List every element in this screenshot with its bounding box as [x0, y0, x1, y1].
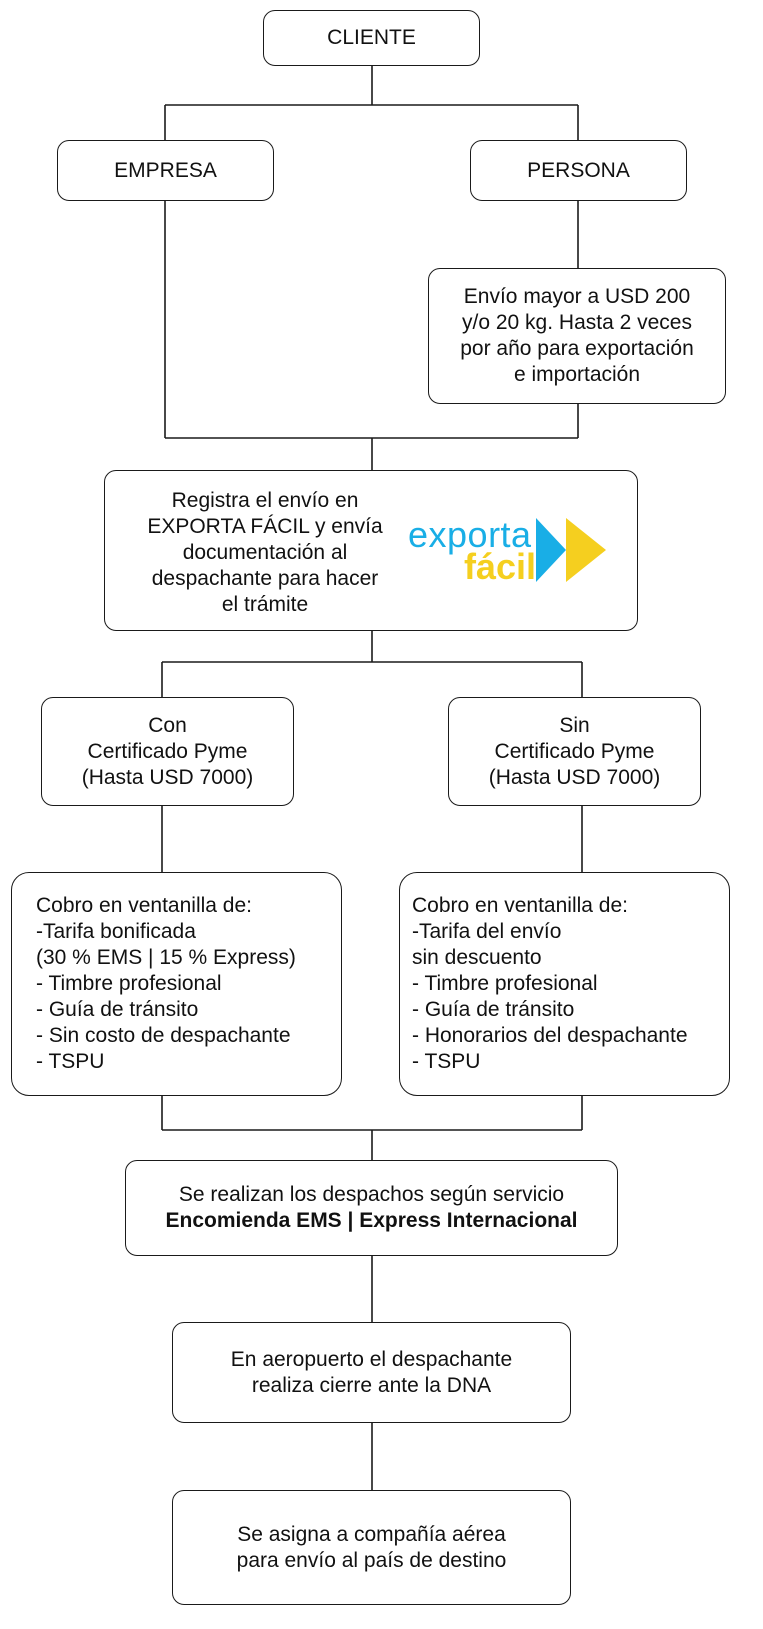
cobro-con-line: - Sin costo de despachante: [36, 1024, 291, 1047]
sin-certificado-node: Sin Certificado Pyme (Hasta USD 7000): [448, 697, 701, 806]
persona-label: PERSONA: [527, 158, 630, 182]
cobro-con-line: - Timbre profesional: [36, 972, 222, 995]
registro-line: documentación al: [182, 541, 348, 564]
cliente-node: CLIENTE: [263, 10, 480, 66]
persona-requirement-line: y/o 20 kg. Hasta 2 veces: [462, 311, 692, 334]
cobro-con-line: Cobro en ventanilla de:: [36, 894, 252, 917]
cobro-con-node: Cobro en ventanilla de: -Tarifa bonifica…: [11, 872, 342, 1096]
cobro-sin-line: -Tarifa del envío: [412, 920, 562, 943]
cliente-label: CLIENTE: [327, 26, 416, 49]
registro-text: Registra el envío en EXPORTA FÁCIL y env…: [125, 488, 405, 618]
logo-text-exporta: exporta: [408, 514, 532, 555]
aerea-line: Se asigna a compañía aérea: [237, 1522, 506, 1546]
cobro-con-line: -Tarifa bonificada: [36, 920, 196, 943]
aeropuerto-line: realiza cierre ante la DNA: [251, 1373, 492, 1397]
con-certificado-node: Con Certificado Pyme (Hasta USD 7000): [41, 697, 294, 806]
cobro-con-line: - TSPU: [36, 1050, 105, 1073]
registro-line: el trámite: [221, 593, 309, 616]
persona-node: PERSONA: [470, 140, 687, 201]
con-certificado-line: Con: [148, 713, 187, 737]
cobro-con-line: - Guía de tránsito: [36, 998, 199, 1021]
persona-requirement-line: Envío mayor a USD 200: [463, 285, 691, 308]
aeropuerto-node: En aeropuerto el despachante realiza cie…: [172, 1322, 571, 1423]
empresa-label: EMPRESA: [114, 158, 217, 182]
despachos-node: Se realizan los despachos según servicio…: [125, 1160, 618, 1256]
con-certificado-line: (Hasta USD 7000): [81, 765, 254, 789]
cobro-sin-line: - TSPU: [412, 1050, 481, 1073]
cobro-sin-line: - Honorarios del despachante: [412, 1024, 688, 1047]
despachos-line: Se realizan los despachos según servicio: [178, 1183, 565, 1206]
logo-arrows-icon: [536, 518, 606, 582]
cobro-con-line: (30 % EMS | 15 % Express): [36, 946, 296, 969]
cobro-sin-line: sin descuento: [412, 946, 542, 969]
persona-requirement-line: e importación: [513, 363, 641, 386]
despachos-services: Encomienda EMS | Express Internacional: [165, 1209, 578, 1232]
persona-requirement-line: por año para exportación: [460, 337, 694, 360]
sin-certificado-line: (Hasta USD 7000): [488, 765, 661, 789]
exporta-facil-logo: exporta fácil: [408, 512, 618, 587]
sin-certificado-line: Sin: [559, 713, 590, 737]
cobro-sin-line: - Timbre profesional: [412, 972, 598, 995]
cobro-sin-line: - Guía de tránsito: [412, 998, 575, 1021]
persona-requirement-node: Envío mayor a USD 200 y/o 20 kg. Hasta 2…: [428, 268, 726, 404]
logo-text-facil: fácil: [464, 546, 537, 587]
aerea-node: Se asigna a compañía aérea para envío al…: [172, 1490, 571, 1605]
empresa-node: EMPRESA: [57, 140, 274, 201]
cobro-sin-line: Cobro en ventanilla de:: [412, 894, 628, 917]
aeropuerto-line: En aeropuerto el despachante: [230, 1347, 513, 1371]
sin-certificado-line: Certificado Pyme: [494, 739, 655, 763]
registro-line: Registra el envío en: [171, 489, 359, 512]
registro-line: EXPORTA FÁCIL y envía: [147, 515, 383, 538]
aerea-line: para envío al país de destino: [236, 1548, 507, 1572]
con-certificado-line: Certificado Pyme: [87, 739, 248, 763]
cobro-sin-node: Cobro en ventanilla de: -Tarifa del enví…: [399, 872, 730, 1096]
registro-line: despachante para hacer: [151, 567, 379, 590]
